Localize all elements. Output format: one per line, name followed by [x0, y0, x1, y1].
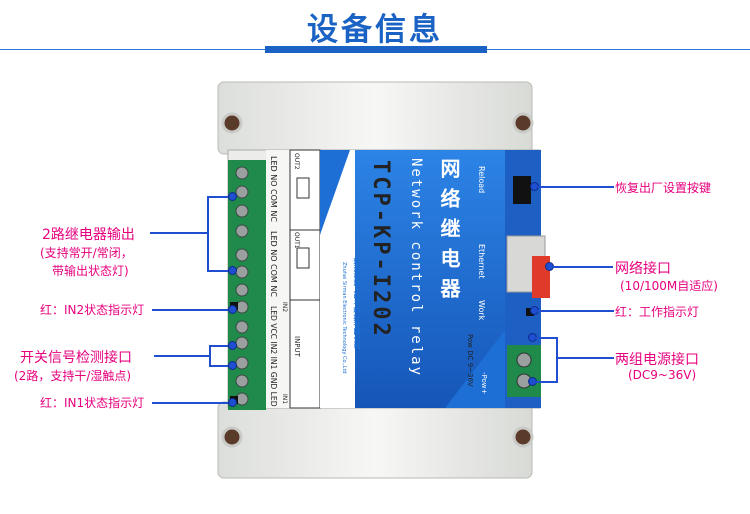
- leader-work-led: [538, 310, 614, 312]
- leader-power-top: [536, 337, 558, 339]
- pointer-dot-in1: [228, 398, 237, 407]
- board-company-en: Zhuhai Sirman Electronic Technology Co.,…: [341, 262, 347, 374]
- leader-relay-top: [207, 196, 233, 198]
- callout-in1-led: 红：IN1状态指示灯: [40, 396, 145, 410]
- leader-switch-bracket: [209, 345, 211, 367]
- board-chinese-name: 网络继电器: [437, 158, 461, 308]
- enclosure-top-ear: [217, 81, 533, 155]
- white-panel-left: [320, 150, 355, 408]
- pointer-dot-switch-top: [228, 341, 237, 350]
- leader-power-bracket: [556, 337, 558, 383]
- board-company-cn: 珠海市思人电子科技有限公司: [353, 258, 361, 349]
- leader-reset: [538, 186, 614, 188]
- relay-diagram-frame: [289, 149, 321, 409]
- board-reload-label: Reload: [477, 166, 486, 194]
- board-pow-polarity: -Pow+: [480, 372, 488, 395]
- callout-power-sub: (DC9~36V): [628, 368, 697, 382]
- leader-relay-output: [150, 232, 208, 234]
- leader-in2-led: [152, 309, 230, 311]
- terminal-out2-labels: LED NO COM NC: [269, 156, 278, 222]
- board-out2-label: OUT2: [293, 153, 300, 170]
- page-title: 设备信息: [307, 12, 443, 48]
- callout-network-title: 网络接口: [615, 261, 671, 277]
- enclosure-bottom-ear: [217, 401, 533, 479]
- board-in1-label: IN1: [281, 394, 288, 405]
- mount-hole-tr: [512, 112, 534, 134]
- board-out1-label: OUT1: [293, 232, 300, 249]
- title-accent-bar: [265, 46, 487, 53]
- blue-panel-tri-right: [445, 330, 505, 408]
- callout-reset-button: 恢复出厂设置按键: [615, 181, 712, 195]
- terminal-input-labels: LED VCC IN2 IN1 GND LED: [269, 306, 278, 407]
- board-input-label: INPUT: [293, 336, 301, 357]
- callout-switch-input-sub: (2路，支持干/湿触点): [14, 369, 132, 383]
- leader-in1-led: [152, 402, 230, 404]
- callout-switch-input-title: 开关信号检测接口: [20, 350, 132, 366]
- mount-hole-br: [512, 426, 534, 448]
- relay-symbols: [296, 177, 310, 269]
- callout-work-led: 红：工作指示灯: [615, 305, 700, 319]
- board-ethernet-label: Ethernet: [477, 244, 486, 279]
- callout-relay-output-sub2: 带输出状态灯): [52, 264, 129, 278]
- leader-relay-bracket: [207, 196, 209, 272]
- terminal-out1-labels: LED NO COM NC: [269, 231, 278, 297]
- leader-power-bottom: [536, 381, 558, 383]
- reset-button: [513, 176, 531, 204]
- mount-hole-bl: [221, 426, 243, 448]
- mount-hole-tl: [221, 112, 243, 134]
- board-pow-dc-label: Pow DC 9~36V: [466, 334, 474, 387]
- callout-relay-output-sub1: (支持常开/常闭，: [40, 246, 133, 260]
- pointer-dot-in2: [228, 305, 237, 314]
- pointer-dot-relay-top: [228, 192, 237, 201]
- blue-panel: [330, 150, 510, 408]
- callout-relay-output-title: 2路继电器输出: [42, 227, 135, 243]
- leader-switch-input: [154, 355, 210, 357]
- left-terminal-screws: [235, 166, 249, 406]
- leader-relay-bottom: [207, 270, 233, 272]
- leader-switch-bottom: [209, 365, 233, 367]
- callout-network-sub: (10/100M自适应): [620, 279, 718, 293]
- leader-network: [553, 266, 613, 268]
- pointer-dot-switch-bottom: [228, 361, 237, 370]
- pointer-dot-relay-bottom: [228, 266, 237, 275]
- board-in2-label: IN2: [281, 302, 288, 313]
- callout-power-title: 两组电源接口: [615, 352, 699, 368]
- board-model: TCP-KP-I202: [368, 160, 393, 339]
- leader-power: [556, 357, 614, 359]
- callout-in2-led: 红：IN2状态指示灯: [40, 303, 145, 317]
- leader-switch-top: [209, 345, 233, 347]
- board-work-label: Work: [477, 300, 486, 321]
- board-english-name: Network control relay: [408, 158, 424, 378]
